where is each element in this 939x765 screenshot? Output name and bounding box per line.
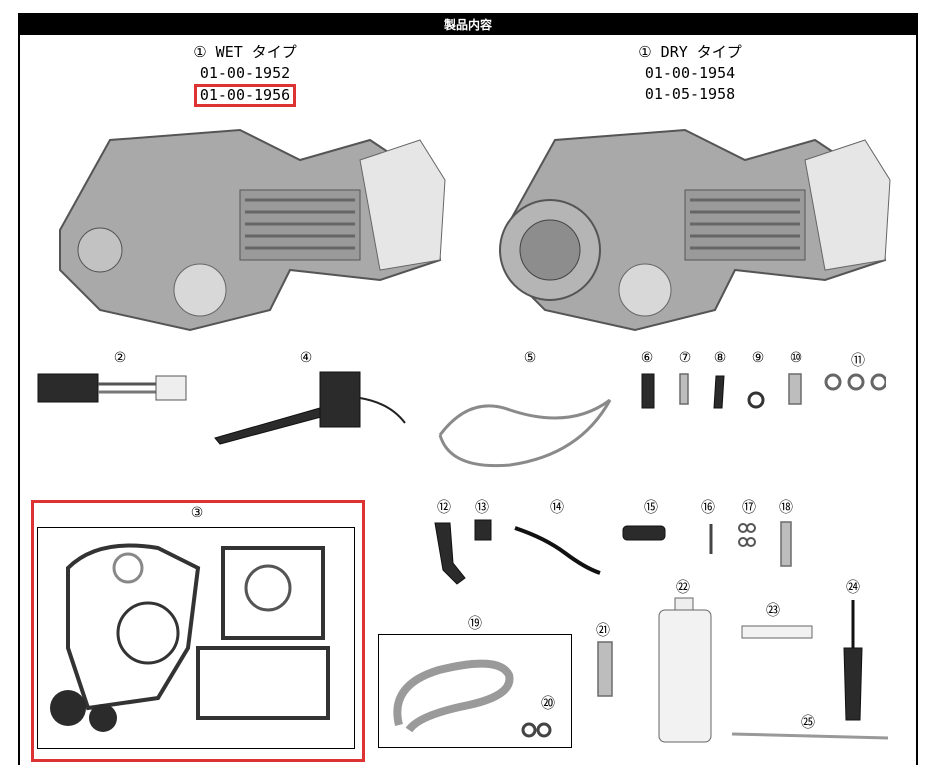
wet-type-label: ① WET タイプ bbox=[193, 43, 297, 61]
dry-engine-image bbox=[499, 128, 891, 332]
gasket-kit-image bbox=[50, 543, 330, 732]
label-19: ⑲ bbox=[468, 616, 482, 632]
product-contents-frame: 製品内容 bbox=[18, 13, 918, 765]
label-12: ⑫ bbox=[437, 500, 451, 516]
label-3: ③ bbox=[190, 505, 204, 521]
label-24: ㉔ bbox=[846, 580, 860, 596]
label-17: ⑰ bbox=[742, 500, 756, 516]
cable-tie-image bbox=[731, 732, 889, 740]
grease-tube-image bbox=[741, 625, 813, 639]
label-8: ⑧ bbox=[713, 350, 727, 366]
small-fittings-image bbox=[641, 373, 886, 409]
label-11: ⑪ bbox=[851, 353, 865, 369]
fuel-hose-image bbox=[393, 659, 552, 738]
wet-engine-image bbox=[59, 128, 446, 332]
dry-type-label: ① DRY タイプ bbox=[638, 43, 742, 61]
dry-part-number-2: 01-05-1958 bbox=[644, 85, 736, 103]
label-15: ⑮ bbox=[644, 500, 658, 516]
label-25: ㉕ bbox=[801, 715, 815, 731]
label-23: ㉓ bbox=[766, 603, 780, 619]
label-14: ⑭ bbox=[550, 500, 564, 516]
clutch-lever-image bbox=[214, 371, 406, 445]
small-parts-row2-image bbox=[434, 519, 792, 585]
label-2: ② bbox=[113, 350, 127, 366]
dry-title-block: ① DRY タイプ 01-00-1954 01-05-1958 bbox=[615, 42, 765, 105]
label-22: ㉒ bbox=[676, 580, 690, 596]
fuel-hose-box bbox=[378, 634, 572, 748]
gasket-kit-box bbox=[37, 527, 355, 749]
label-5: ⑤ bbox=[523, 350, 537, 366]
wet-part-number-2-highlighted: 01-00-1956 bbox=[193, 84, 297, 107]
label-10: ⑩ bbox=[789, 350, 803, 366]
label-7: ⑦ bbox=[678, 350, 692, 366]
label-6: ⑥ bbox=[640, 350, 654, 366]
header-title: 製品内容 bbox=[20, 15, 916, 35]
brake-hose-image bbox=[438, 398, 612, 468]
label-18: ⑱ bbox=[779, 500, 793, 516]
cdi-unit-image bbox=[37, 373, 187, 403]
label-13: ⑬ bbox=[475, 500, 489, 516]
screwdriver-image bbox=[843, 600, 863, 721]
dry-part-number-1: 01-00-1954 bbox=[644, 64, 736, 82]
label-20: ⑳ bbox=[541, 696, 555, 712]
wet-title-block: ① WET タイプ 01-00-1952 01-00-1956 bbox=[170, 42, 320, 107]
label-9: ⑨ bbox=[751, 350, 765, 366]
oil-bottle-image bbox=[658, 597, 712, 743]
gasket-kit-highlight-box bbox=[31, 500, 365, 762]
label-16: ⑯ bbox=[701, 500, 715, 516]
wet-part-number-1: 01-00-1952 bbox=[199, 64, 291, 82]
spark-plug-socket-image bbox=[597, 641, 613, 697]
label-21: ㉑ bbox=[596, 623, 610, 639]
label-4: ④ bbox=[299, 350, 313, 366]
